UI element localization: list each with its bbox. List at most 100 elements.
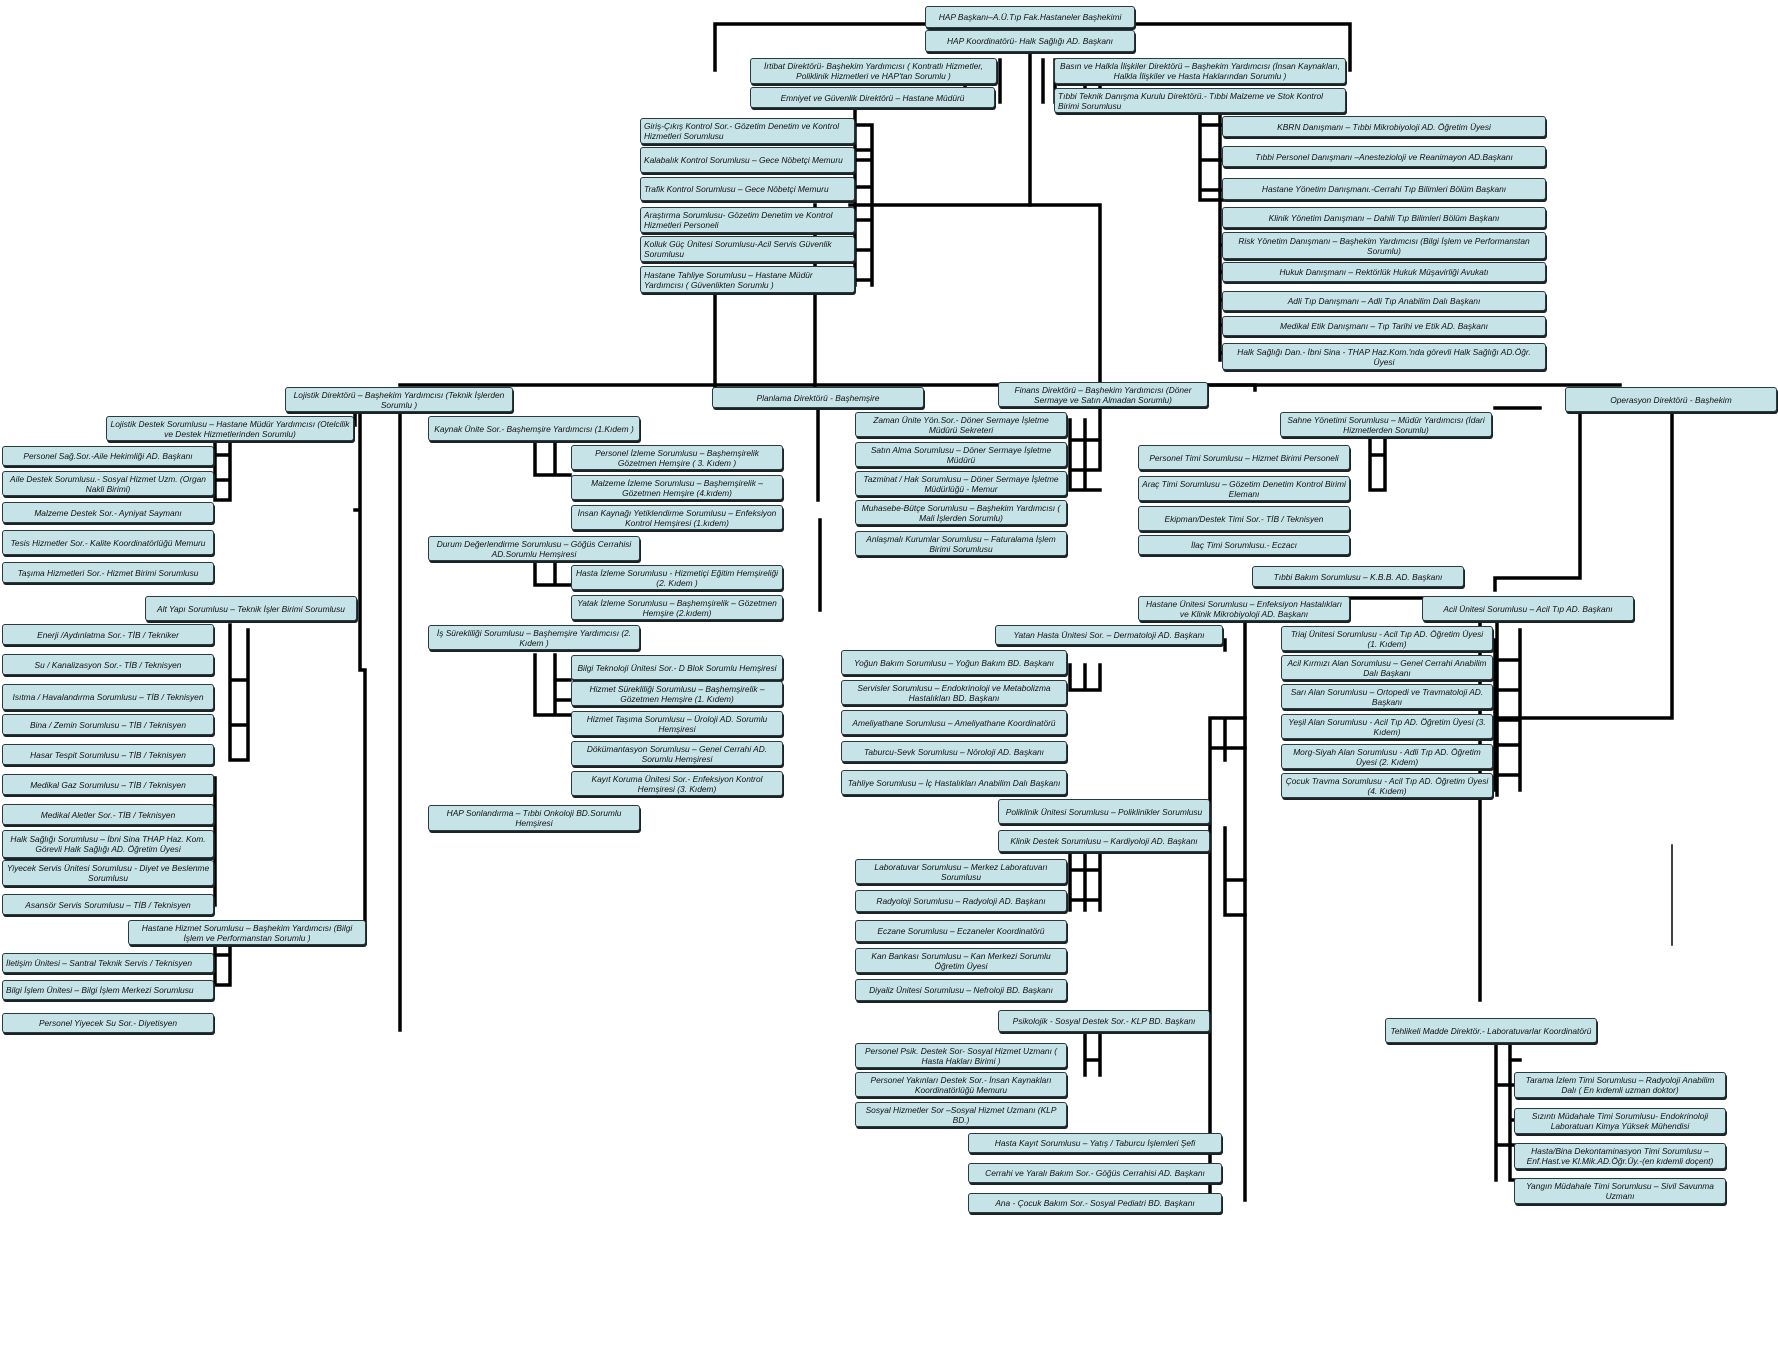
clinical-support-box: Kan Bankası Sorumlusu – Kan Merkezi Soru… [855, 948, 1067, 973]
connector-emergency [1493, 628, 1522, 792]
staging-box: İlaç Timi Sorumlusu.- Eczacı [1138, 535, 1350, 555]
clinical-support-box: Diyaliz Ünitesi Sorumlusu – Nefroloji BD… [855, 979, 1067, 1001]
hap-coordinator-box: HAP Koordinatörü- Halk Sağlığı AD. Başka… [925, 30, 1135, 52]
operations-director-box: Operasyon Direktörü - Başhekim [1565, 387, 1777, 412]
psych-box: Personel Yakınları Destek Sor.- İnsan Ka… [855, 1072, 1067, 1097]
advisor-box: Tıbbi Personel Danışmanı –Anestezioloji … [1222, 146, 1546, 167]
emergency-head-box: Acil Ünitesi Sorumlusu – Acil Tıp AD. Ba… [1422, 596, 1634, 621]
infrastructure-box: Su / Kanalizasyon Sor.- TİB / Teknisyen [2, 654, 214, 675]
staging-head-box: Sahne Yönetimi Sorumlusu – Müdür Yardımc… [1280, 412, 1492, 437]
emergency-box: Yeşil Alan Sorumlusu - Acil Tıp AD. Öğre… [1281, 714, 1493, 739]
finance-unit-box: Muhasebe-Bütçe Sorumlusu – Başhekim Yard… [855, 500, 1067, 525]
status-box: Yatak İzleme Sorumlusu – Başhemşirelik –… [571, 595, 783, 620]
staging-box: Personel Timi Sorumlusu – Hizmet Birimi … [1138, 445, 1350, 470]
medical-care-box: Tıbbi Bakım Sorumlusu – K.B.B. AD. Başka… [1252, 566, 1464, 587]
clinical-support-box: Laboratuvar Sorumlusu – Merkez Laboratuv… [855, 859, 1067, 884]
emergency-box: Sarı Alan Sorumlusu – Ortopedi ve Travma… [1281, 684, 1493, 709]
logistics-director-box: Lojistik Direktörü – Başhekim Yardımcısı… [285, 387, 513, 412]
connector-security [853, 106, 874, 287]
hazmat-box: Hasta/Bina Dekontaminasyon Timi Sorumlus… [1514, 1143, 1726, 1169]
resource-head-box: Kaynak Ünite Sor.- Başhemşire Yardımcısı… [428, 416, 640, 441]
continuity-box: Hizmet Sürekliliği Sorumlusu – Başhemşir… [571, 681, 783, 706]
psych-box: Sosyal Hizmetler Sor –Sosyal Hizmet Uzma… [855, 1102, 1067, 1127]
emergency-box: Acil Kırmızı Alan Sorumlusu – Genel Cerr… [1281, 655, 1493, 680]
inpatient-box: Ameliyathane Sorumlusu – Ameliyathane Ko… [841, 710, 1067, 735]
medical-technical-director-box: Tıbbi Teknik Danışma Kurulu Direktörü.- … [1054, 88, 1346, 113]
finance-unit-box: Anlaşmalı Kurumlar Sorumlusu – Faturalam… [855, 531, 1067, 556]
inpatient-head-box: Yatan Hasta Ünitesi Sor. – Dermatoloji A… [995, 625, 1223, 645]
advisor-box: Hastane Yönetim Danışmanı.-Cerrahi Tıp B… [1222, 178, 1546, 200]
demob-box: HAP Sonlandırma – Tıbbi Onkoloji BD.Soru… [428, 805, 640, 831]
connector-medical [1243, 596, 1499, 1202]
hazmat-box: Tarama İzlem Timi Sorumlusu – Radyoloji … [1514, 1072, 1726, 1098]
inpatient-box: Yoğun Bakım Sorumlusu – Yoğun Bakım BD. … [841, 650, 1067, 675]
advisor-box: Halk Sağlığı Dan.- İbni Sina - THAP Haz.… [1222, 343, 1546, 370]
finance-unit-box: Zaman Ünite Yön.Sor.- Döner Sermaye İşle… [855, 412, 1067, 437]
clinical-support-head-box: Klinik Destek Sorumlusu – Kardiyoloji AD… [998, 830, 1210, 852]
other-unit-box: Ana - Çocuk Bakım Sor.- Sosyal Pediatri … [968, 1193, 1222, 1213]
continuity-head-box: İş Sürekliliği Sorumlusu – Başhemşire Ya… [428, 625, 640, 650]
resource-box: Malzeme İzleme Sorumlusu – Başhemşirelik… [571, 475, 783, 500]
connector-planning [533, 398, 822, 717]
finance-unit-box: Tazminat / Hak Sorumlusu – Döner Sermaye… [855, 471, 1067, 496]
hazmat-box: Sızıntı Müdahale Timi Sorumlusu- Endokri… [1514, 1108, 1726, 1134]
emergency-box: Triaj Ünitesi Sorumlusu - Acil Tıp AD. Ö… [1281, 626, 1493, 651]
hap-chair-box: HAP Başkanı–A.Ü.Tıp Fak.Hastaneler Başhe… [925, 6, 1135, 28]
inpatient-box: Taburcu-Sevk Sorumlusu – Nöroloji AD. Ba… [841, 741, 1067, 762]
emergency-box: Çocuk Travma Sorumlusu - Acil Tıp AD. Öğ… [1281, 773, 1493, 798]
infrastructure-box: Medikal Gaz Sorumlusu – TİB / Teknisyen [2, 774, 214, 795]
inpatient-box: Tahliye Sorumlusu – İç Hastalıkları Anab… [841, 770, 1067, 795]
continuity-box: Kayıt Koruma Ünitesi Sor.- Enfeksiyon Ko… [571, 771, 783, 796]
infrastructure-box: Bina / Zemin Sorumlusu – TİB / Teknisyen [2, 714, 214, 735]
advisor-box: Klinik Yönetim Danışmanı – Dahili Tıp Bi… [1222, 207, 1546, 228]
infrastructure-box: Isıtma / Havalandırma Sorumlusu – TİB / … [2, 684, 214, 710]
security-unit-box: Hastane Tahliye Sorumlusu – Hastane Müdü… [640, 266, 855, 293]
logistics-support-box: Malzeme Destek Sor.- Ayniyat Saymanı [2, 502, 214, 523]
security-unit-box: Araştırma Sorumlusu- Gözetim Denetim ve … [640, 207, 855, 233]
infrastructure-box: Yiyecek Servis Ünitesi Sorumlusu - Diyet… [2, 860, 214, 886]
security-unit-box: Kolluk Güç Ünitesi Sorumlusu-Acil Servis… [640, 236, 855, 262]
infrastructure-box: Medikal Aletler Sor.- TİB / Teknisyen [2, 804, 214, 825]
logistics-support-head-box: Lojistik Destek Sorumlusu – Hastane Müdü… [106, 416, 354, 441]
security-unit-box: Giriş-Çıkış Kontrol Sor.- Gözetim Deneti… [640, 118, 855, 144]
infrastructure-box: Halk Sağlığı Sorumlusu – İbni Sina THAP … [2, 830, 214, 858]
connector-finance [1068, 398, 1102, 492]
logistics-support-box: Tesis Hizmetler Sor.- Kalite Koordinatör… [2, 530, 214, 555]
logistics-support-box: Aile Destek Sorumlusu.- Sosyal Hizmet Uz… [2, 471, 214, 496]
logistics-support-box: Personel Sağ.Sor.-Aile Hekimliği AD. Baş… [2, 446, 214, 466]
status-box: Hasta İzleme Sorumlusu - Hizmetiçi Eğiti… [571, 565, 783, 590]
hazmat-head-box: Tehlikeli Madde Direktör.- Laboratuvarla… [1385, 1018, 1597, 1043]
continuity-box: Dökümantasyon Sorumlusu – Genel Cerrahi … [571, 741, 783, 766]
continuity-box: Hizmet Taşıma Sorumlusu – Üroloji AD. So… [571, 711, 783, 736]
hospital-service-box: İletişim Ünitesi – Santral Teknik Servis… [2, 953, 214, 973]
staging-box: Ekipman/Destek Timi Sor.- TİB / Teknisye… [1138, 506, 1350, 531]
infrastructure-head-box: Alt Yapı Sorumlusu – Teknik İşler Birimi… [145, 596, 357, 621]
psych-head-box: Psikolojik - Sosyal Destek Sor.- KLP BD.… [998, 1010, 1210, 1032]
connector-psych [1083, 1033, 1102, 1077]
resource-box: İnsan Kaynağı Yetiklendirme Sorumlusu – … [571, 505, 783, 530]
advisor-box: Risk Yönetim Danışmanı – Başhekim Yardım… [1222, 232, 1546, 259]
hazmat-box: Yangın Müdahale Timi Sorumlusu – Sivil S… [1514, 1178, 1726, 1204]
connector-directors [398, 203, 1257, 397]
clinical-support-box: Eczane Sorumlusu – Eczaneler Koordinatör… [855, 920, 1067, 942]
infrastructure-box: Enerji /Aydınlatma Sor.- TİB / Tekniker [2, 624, 214, 645]
inpatient-box: Servisler Sorumlusu – Endokrinoloji ve M… [841, 680, 1067, 705]
advisor-box: Medikal Etik Danışmanı – Tıp Tarihi ve E… [1222, 316, 1546, 336]
hospital-service-head-box: Hastane Hizmet Sorumlusu – Başhekim Yard… [128, 920, 366, 945]
liaison-director-box: İrtibat Direktörü- Başhekim Yardımcısı (… [750, 58, 997, 84]
hospital-service-box: Personel Yiyecek Su Sor.- Diyetisyen [2, 1013, 214, 1033]
status-head-box: Durum Değerlendirme Sorumlusu – Göğüs Ce… [428, 536, 640, 561]
security-unit-box: Trafik Kontrol Sorumlusu – Gece Nöbetçi … [640, 177, 855, 201]
pr-director-box: Basın ve Halkla İlişkiler Direktörü – Ba… [1054, 58, 1346, 84]
infrastructure-box: Asansör Servis Sorumlusu – TİB / Teknisy… [2, 894, 214, 915]
emergency-box: Morg-Siyah Alan Sorumlusu - Adli Tıp AD.… [1281, 744, 1493, 769]
advisor-box: KBRN Danışmanı – Tıbbi Mikrobiyoloji AD.… [1222, 116, 1546, 137]
staging-box: Araç Timi Sorumlusu – Gözetim Denetim Ko… [1138, 476, 1350, 501]
psych-box: Personel Psik. Destek Sor- Sosyal Hizmet… [855, 1043, 1067, 1068]
infrastructure-box: Hasar Tespit Sorumlusu – TİB / Teknisyen [2, 744, 214, 765]
connector-hospital-unit [1208, 716, 1247, 1202]
advisor-box: Adli Tıp Danışmanı – Adli Tıp Anabilim D… [1222, 291, 1546, 311]
advisor-box: Hukuk Danışmanı – Rektörlük Hukuk Müşavi… [1222, 262, 1546, 282]
other-unit-box: Hasta Kayıt Sorumlusu – Yatış / Taburcu … [968, 1133, 1222, 1153]
finance-unit-box: Satın Alma Sorumlusu – Döner Sermaye İşl… [855, 442, 1067, 467]
